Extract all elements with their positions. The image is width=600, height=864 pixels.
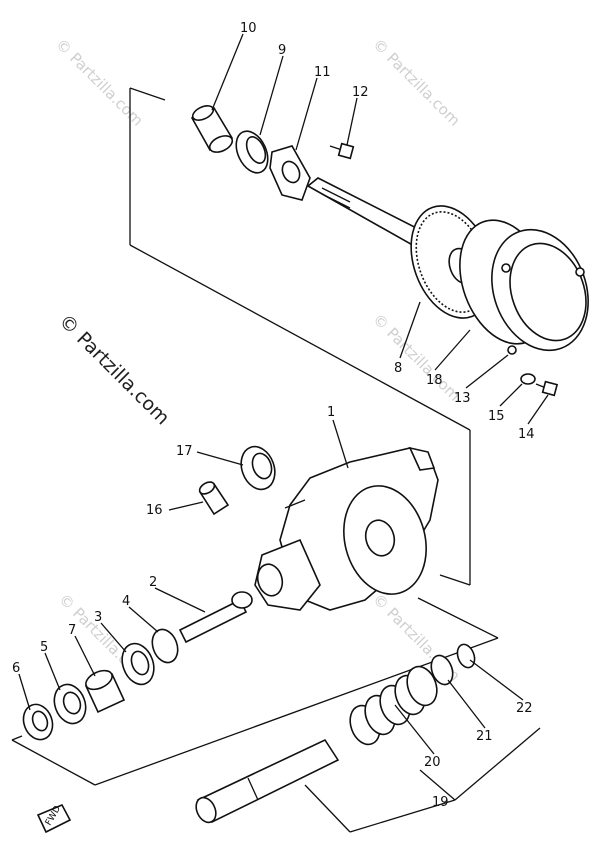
callout-21: 21	[476, 729, 493, 744]
callout-3: 3	[94, 610, 102, 625]
watermark-mid-right: © Partzilla.com	[369, 310, 464, 405]
part-22-ring	[456, 643, 476, 669]
callout-4: 4	[122, 594, 130, 609]
part-4-ring	[151, 628, 179, 664]
watermark-top-right: © Partzilla.com	[369, 35, 464, 130]
callout-7: 7	[68, 623, 76, 638]
part-11-plate	[269, 145, 311, 201]
part-7-sleeve	[84, 669, 126, 714]
part-14-bolt	[535, 380, 559, 397]
upper-assembly-boundary	[129, 87, 471, 586]
callout-18: 18	[426, 373, 443, 388]
callout-2: 2	[149, 575, 157, 590]
watermark-top-left: © Partzilla.com	[52, 35, 147, 130]
callout-5: 5	[40, 640, 48, 655]
callout-16: 16	[146, 503, 163, 518]
callout-9: 9	[278, 43, 286, 58]
watermark-mid-left: © Partzilla.com	[54, 310, 173, 429]
callout-labels: 10 9 11 12 8 18 13 15 14 1 17 16 2 4 3 7…	[12, 21, 535, 810]
part-5-bearing	[53, 683, 87, 725]
callout-14: 14	[518, 427, 535, 442]
callout-13: 13	[454, 391, 471, 406]
callout-12: 12	[352, 85, 369, 100]
part-21-ring	[430, 654, 454, 686]
part-17-bearing	[240, 445, 276, 491]
callout-6: 6	[12, 661, 20, 676]
part-20-spring	[349, 665, 438, 746]
callout-10: 10	[240, 21, 257, 36]
callout-1: 1	[327, 405, 335, 420]
part-12-bolt	[329, 142, 355, 160]
part-6-seal	[22, 703, 54, 741]
callout-17: 17	[176, 444, 193, 459]
part-9-bearing	[235, 130, 269, 174]
part-16-bushing	[198, 481, 230, 516]
callout-20: 20	[424, 755, 441, 770]
part-13-cover	[491, 228, 589, 355]
part-15-washer	[520, 373, 536, 385]
callout-22: 22	[516, 701, 533, 716]
callout-19: 19	[432, 795, 449, 810]
part-1-housing	[254, 446, 439, 611]
part-2-shaft	[178, 591, 253, 644]
callout-11: 11	[314, 65, 331, 80]
part-10-bushing	[190, 105, 234, 153]
callout-8: 8	[394, 361, 402, 376]
part-19-drive-shaft	[195, 738, 340, 824]
leader-lines	[18, 33, 549, 833]
part-3-bearing	[121, 642, 155, 686]
fwd-arrow-icon: FWD	[36, 803, 72, 834]
callout-15: 15	[488, 409, 505, 424]
lower-assembly-boundary	[11, 597, 499, 786]
